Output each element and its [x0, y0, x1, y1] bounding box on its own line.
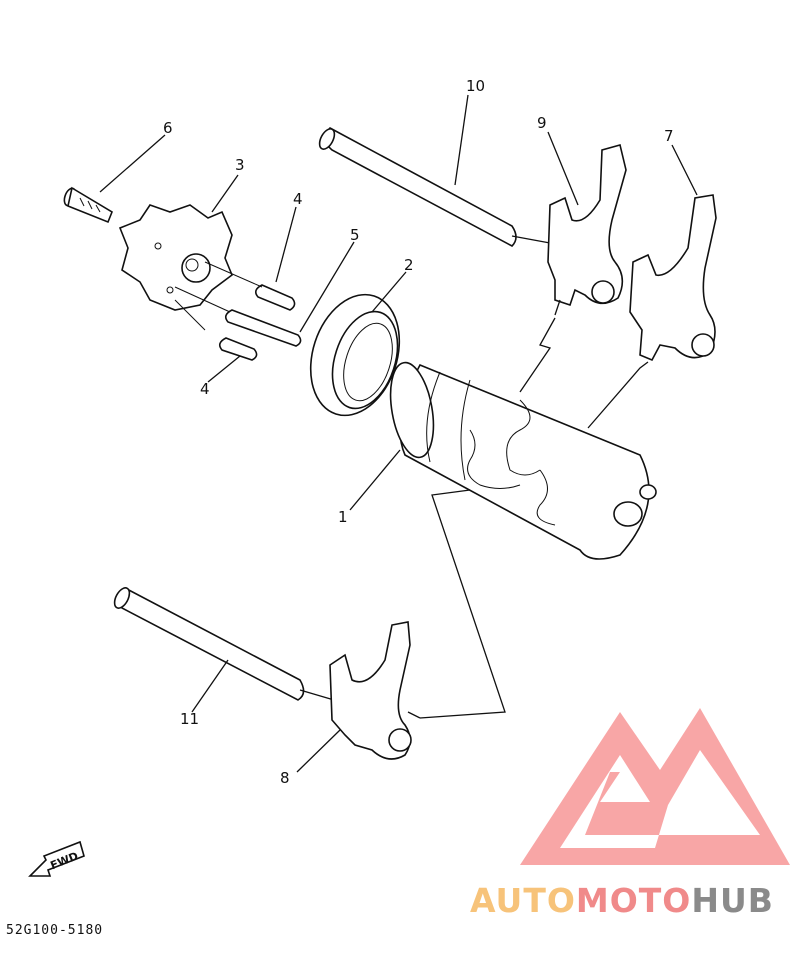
svg-text:AUTOMOTOHUB: AUTOMOTOHUB — [470, 881, 774, 920]
shift-drum-segment-3 — [118, 204, 233, 311]
watermark-hub: HUB — [691, 881, 774, 920]
label-7: 7 — [664, 127, 674, 145]
dowel-pin-4-upper — [204, 261, 296, 311]
shift-drum-1 — [389, 361, 657, 560]
label-9: 9 — [537, 114, 547, 132]
shift-fork-9 — [547, 144, 627, 316]
label-4-lower: 4 — [200, 380, 210, 398]
watermark-moto: MOTO — [576, 881, 691, 920]
watermark-logo — [520, 708, 790, 865]
label-5: 5 — [350, 226, 360, 244]
label-4-upper: 4 — [293, 190, 303, 208]
shift-fork-7 — [629, 194, 717, 362]
dowel-pin-4-lower — [174, 299, 258, 361]
screw-6 — [63, 186, 113, 224]
label-11: 11 — [180, 710, 199, 728]
label-6: 6 — [163, 119, 173, 137]
label-8: 8 — [280, 769, 290, 787]
fwd-arrow-icon: FWD — [28, 840, 85, 877]
leader-lines — [99, 94, 698, 773]
label-10: 10 — [466, 77, 485, 95]
label-3: 3 — [235, 156, 245, 174]
watermark-auto: AUTO — [470, 881, 576, 920]
shift-fork-8 — [329, 621, 421, 760]
drawing-code: 52G100-5180 — [6, 923, 103, 938]
pin-5 — [174, 286, 302, 347]
label-1: 1 — [338, 508, 348, 526]
shift-shaft-10 — [318, 126, 551, 247]
shift-shaft-11 — [113, 587, 335, 701]
part-labels: 10 9 7 6 3 4 5 2 4 1 11 8 — [163, 77, 674, 787]
label-2: 2 — [404, 256, 414, 274]
watermark-text: AUTOMOTOHUB — [470, 881, 774, 920]
bearing-2 — [309, 293, 401, 417]
